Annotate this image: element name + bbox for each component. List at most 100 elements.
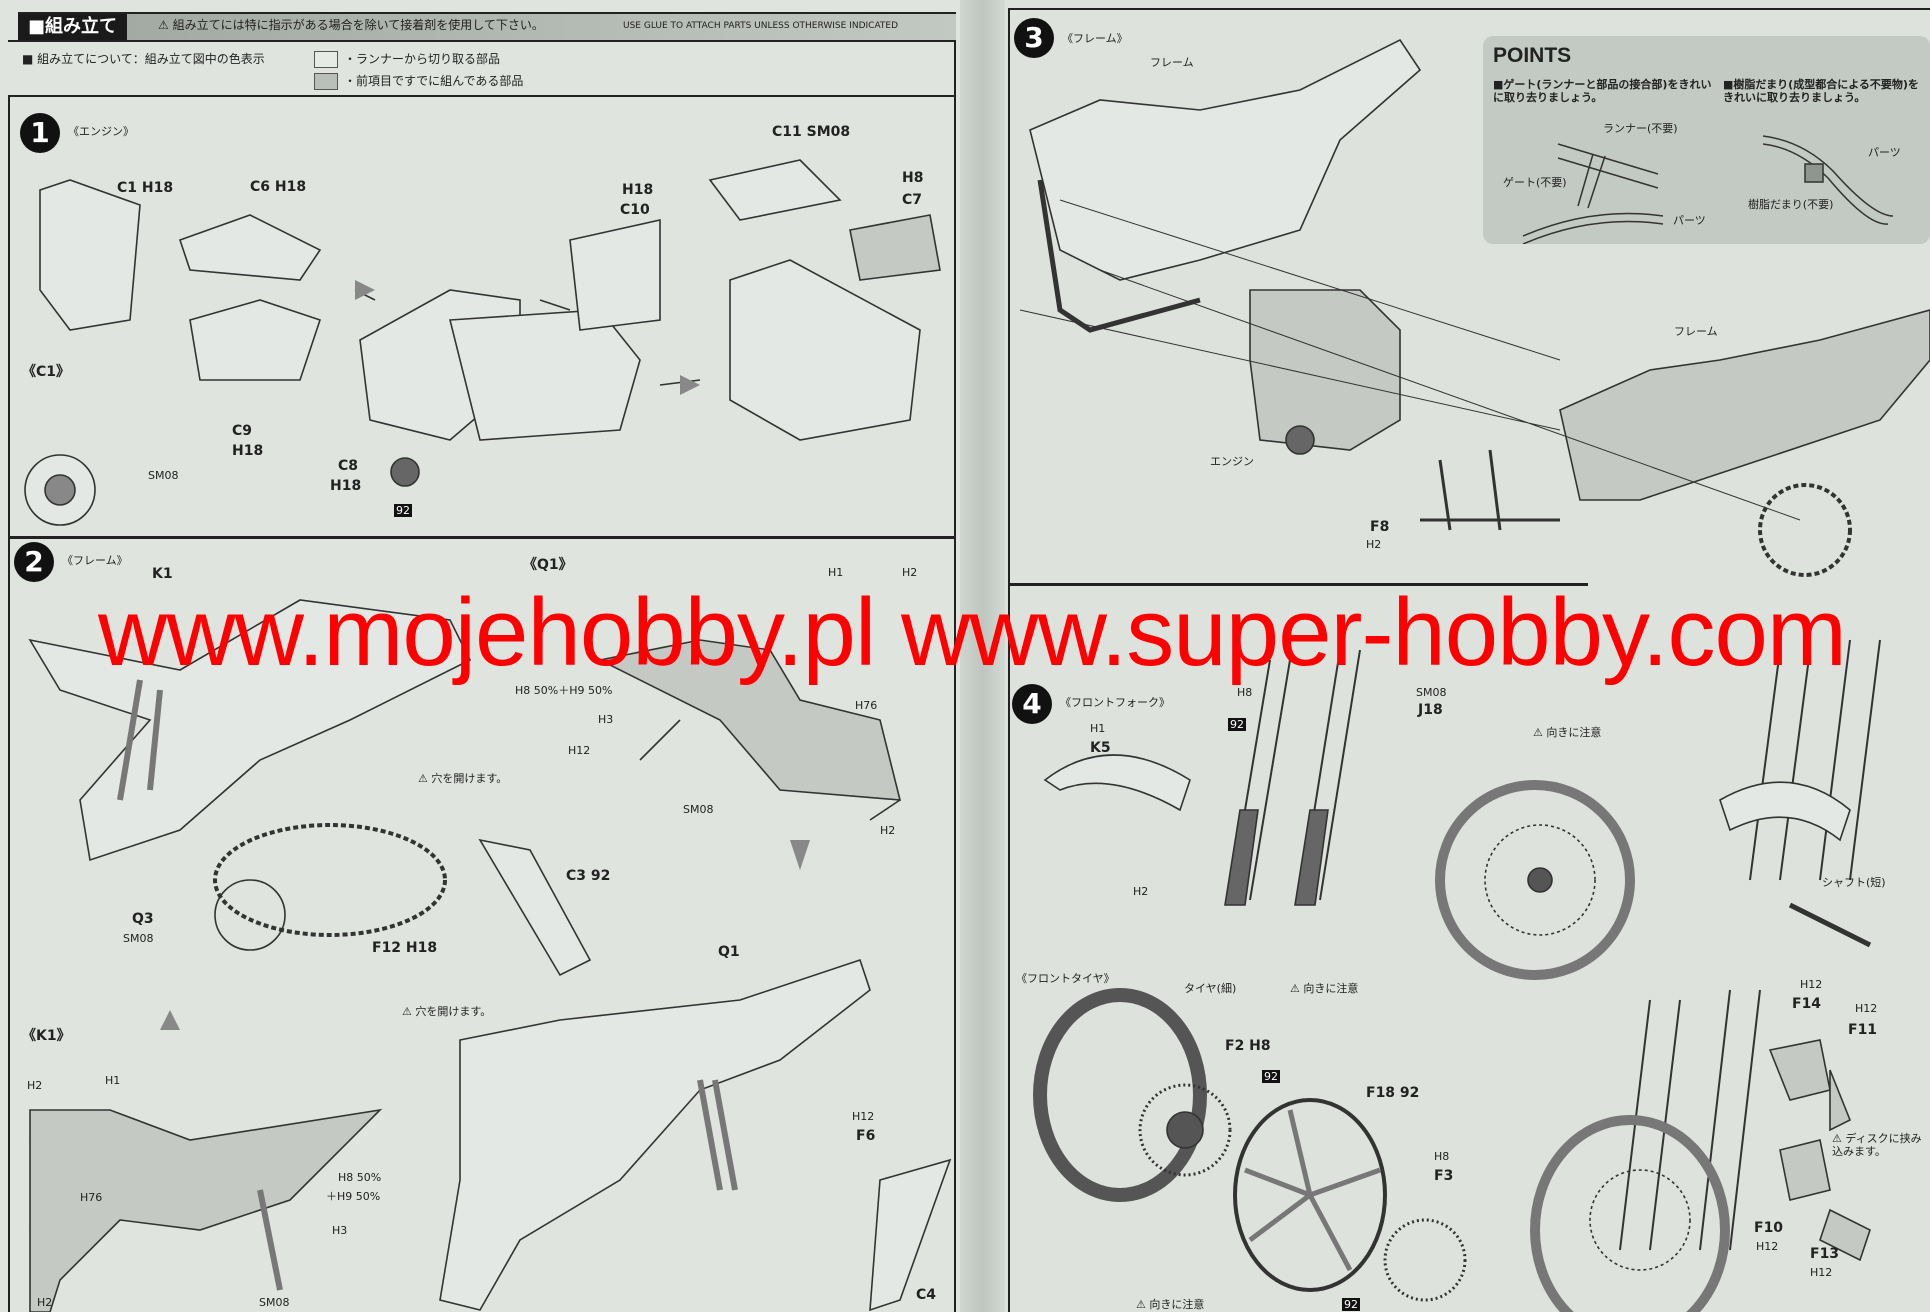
color-legend: ■ 組み立てについて：組み立て図中の色表示 ・ランナーから切り取る部品 ・前項目… [22,51,524,90]
part-label: 《フロントタイヤ》 [1016,972,1115,985]
part-label: F11 [1848,1022,1878,1038]
step-3-badge: 3 [1014,18,1054,58]
part-label: F10 [1754,1220,1784,1236]
part-label: H12 [1810,1266,1833,1279]
part-label: H2 [27,1079,43,1092]
part-label: ⚠ 穴を開けます。 [402,1005,492,1018]
points-title: POINTS [1493,44,1572,67]
points-box: POINTS ■ゲート(ランナーと部品の接合部)をきれいに取り去りましょう。 ■… [1483,36,1930,244]
part-label: フレーム [1150,56,1194,69]
step-4-title: 《フロントフォーク》 [1060,696,1170,709]
part-label: エンジン [1210,455,1254,468]
part-label: H12 [852,1110,875,1123]
part-label: H2 [1366,538,1382,551]
page-gutter [960,0,1005,1312]
divider [1008,583,1588,586]
part-label: タイヤ(細) [1184,982,1237,995]
part-label: H12 [568,744,591,757]
part-label: H2 [880,824,896,837]
part-label: K1 [152,566,173,582]
part-label: C3 92 [566,868,611,884]
paint-92-label: 92 [1342,1298,1360,1311]
divider [1008,8,1010,1312]
part-label: H18 [330,478,362,494]
part-label: H2 [1133,885,1149,898]
part-label: C4 [916,1287,937,1303]
step-1-title: 《エンジン》 [68,125,134,138]
part-label: F6 [856,1128,876,1144]
part-label: H2 [37,1296,53,1309]
step-1-badge: 1 [20,113,60,153]
part-label: F14 [1792,996,1822,1012]
divider [8,95,10,1312]
part-label: F13 [1810,1246,1840,1262]
part-label: ⚠ 向きに注意 [1136,1298,1205,1311]
step-2-title: 《フレーム》 [62,554,128,567]
step-2-badge: 2 [14,542,54,582]
part-label: ⚠ 向きに注意 [1533,726,1602,739]
part-label: H2 [902,566,918,579]
part-label: シャフト(短) [1822,876,1886,889]
step-3-title: 《フレーム》 [1062,32,1128,45]
part-label: C6 H18 [250,179,307,195]
part-label: H1 [828,566,844,579]
part-label: 《C1》 [22,364,71,380]
part-label: H76 [80,1191,103,1204]
step-4-badge: 4 [1012,684,1052,724]
divider [1008,8,1930,10]
part-label: 《Q1》 [523,557,573,573]
paint-92-label: 92 [394,504,412,517]
part-label: Q3 [132,911,154,927]
part-label: H8 [902,170,924,186]
part-label: J18 [1418,702,1443,718]
part-label: F12 H18 [372,940,438,956]
assembly-header: ■組み立て ⚠ 組み立てには特に指示がある場合を除いて接着剤を使用して下さい。 … [18,12,956,40]
part-label: H1 [105,1074,121,1087]
part-label: C8 [338,458,359,474]
part-label: H18 [232,443,264,459]
part-label: H3 [332,1224,348,1237]
watermark: www.mojehobby.pl www.super-hobby.com [98,579,1847,686]
glue-warning: ⚠ 組み立てには特に指示がある場合を除いて接着剤を使用して下さい。 [158,18,544,32]
part-label: ⚠ 向きに注意 [1290,982,1359,995]
part-label: C10 [620,202,650,218]
part-label: SM08 [123,932,154,945]
part-label: K5 [1090,740,1111,756]
part-label: C7 [902,192,923,208]
part-label: H18 [622,182,654,198]
part-label: H8 [1434,1150,1450,1163]
part-label: H3 [598,713,614,726]
warning-icon: ⚠ [158,18,173,32]
glue-warning-en: USE GLUE TO ATTACH PARTS UNLESS OTHERWIS… [623,21,899,31]
part-label: F8 [1370,519,1390,535]
part-label: F18 92 [1366,1085,1420,1101]
part-label: H8 [1237,686,1253,699]
part-label: Q1 [718,944,740,960]
part-label: ⚠ ディスクに挟み込みます。 [1832,1132,1922,1158]
part-label: H12 [1855,1002,1878,1015]
part-label: SM08 [683,803,714,816]
divider [8,95,956,97]
part-label: F3 [1434,1168,1454,1184]
part-label: C9 [232,423,253,439]
assembly-title: ■組み立て [18,14,128,40]
part-label: SM08 [148,469,179,482]
part-label: H1 [1090,722,1106,735]
divider [8,40,956,42]
part-label: 《K1》 [22,1028,71,1044]
part-label: フレーム [1674,325,1718,338]
swatch-runner [314,51,338,68]
part-label: F2 H8 [1225,1038,1271,1054]
part-label: H12 [1800,978,1823,991]
part-label: H12 [1756,1240,1779,1253]
part-label: H8 50%＋H9 50% [515,684,613,697]
part-label: H76 [855,699,878,712]
divider [954,12,956,1312]
gate-illustration [1522,135,1894,244]
paint-92-label: 92 [1228,718,1246,731]
part-label: C11 SM08 [772,124,851,140]
divider [8,536,956,539]
swatch-assembled [314,73,338,90]
part-label: H8 50% [338,1171,382,1184]
